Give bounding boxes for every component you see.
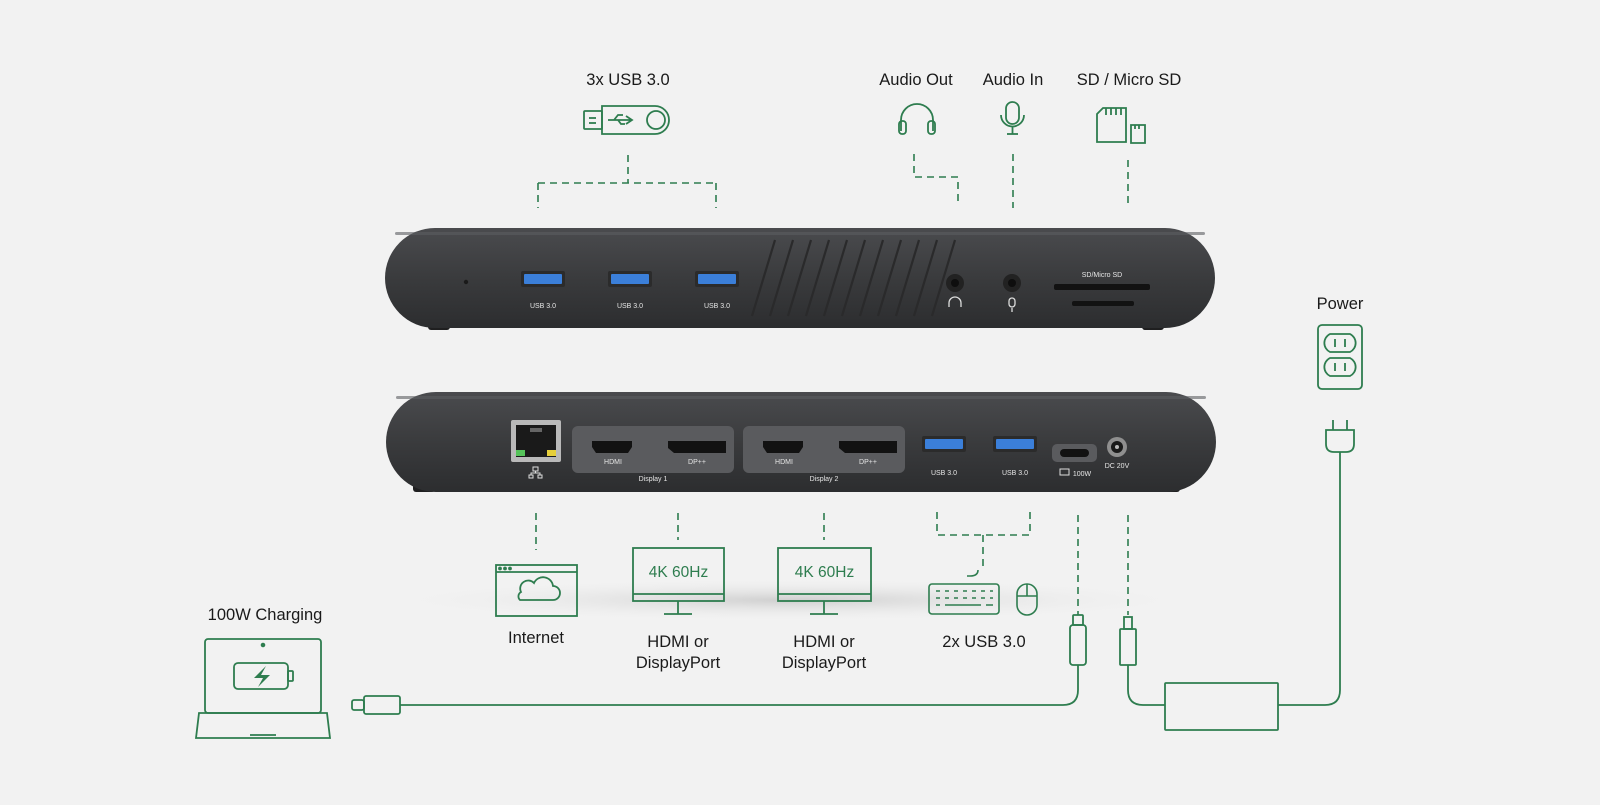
dc-plug-icon	[1119, 616, 1137, 666]
front-usb-label-1: USB 3.0	[530, 303, 556, 310]
display-group-label-2: Display 2	[810, 476, 839, 483]
usb-bottom-label: 2x USB 3.0	[942, 633, 1026, 651]
display1-label-line2: DisplayPort	[635, 654, 721, 672]
floor-shadow	[370, 578, 1210, 622]
mouse-icon	[1016, 583, 1038, 616]
front-usb-port-2: USB 3.0	[608, 271, 652, 310]
microphone-icon	[1000, 101, 1025, 135]
audio-out-line	[913, 154, 959, 205]
keyboard-icon	[928, 569, 1000, 615]
battery-icon	[233, 662, 294, 690]
headphone-small-icon	[948, 296, 962, 307]
usb-c-port: 100W	[1052, 444, 1097, 478]
microphone-small-icon	[1008, 297, 1016, 308]
display-group-1: HDMI DP++ Display 1	[572, 426, 734, 483]
sd-card-label: SD / Micro SD	[1076, 71, 1182, 89]
vent-slats	[750, 239, 957, 317]
power-plug-icon	[1325, 420, 1355, 470]
browser-cloud-icon	[495, 564, 578, 617]
dp-label-1: DP++	[688, 459, 706, 466]
display2-label-line1: HDMI or	[793, 633, 855, 651]
lightning-icon	[254, 666, 270, 687]
monitor-display-1-icon	[632, 547, 725, 615]
usb-c-laptop-plug-icon	[351, 695, 401, 715]
dp-port-1	[668, 441, 726, 453]
monitor-display-2-icon	[777, 547, 872, 615]
hdmi-port-2	[763, 441, 803, 453]
hdmi-port-1	[592, 441, 632, 453]
laptop-charging-icon	[194, 638, 332, 739]
audio-in-label: Audio In	[982, 71, 1044, 89]
front-usb-label-3: USB 3.0	[704, 303, 730, 310]
laptop-small-icon	[1059, 468, 1070, 476]
dp-port-2	[839, 441, 897, 453]
cables	[400, 470, 1341, 706]
audio-out-jack	[946, 274, 964, 307]
display2-label: HDMI or DisplayPort	[762, 632, 886, 674]
hdmi-label-2: HDMI	[775, 459, 793, 466]
back-usb-label-1: USB 3.0	[931, 470, 957, 477]
dc-label: DC 20V	[1105, 463, 1130, 470]
sd-card-icon	[1096, 107, 1146, 144]
dock-front-view: USB 3.0 USB 3.0 USB 3.0	[385, 228, 1215, 330]
back-usb-port-2: USB 3.0	[993, 436, 1037, 477]
usb-c-label: 100W	[1073, 471, 1092, 478]
dp-label-2: DP++	[859, 459, 877, 466]
usb-stick-icon	[583, 105, 670, 135]
usb-bottom-line-bar	[936, 512, 1031, 536]
power-brick-cable-left	[1127, 665, 1165, 706]
back-usb-port-1: USB 3.0	[922, 436, 966, 477]
display1-label: HDMI or DisplayPort	[616, 632, 740, 674]
back-usb-label-2: USB 3.0	[1002, 470, 1028, 477]
sd-slot-label: SD/Micro SD	[1082, 272, 1122, 279]
microsd-card-slot	[1072, 301, 1134, 306]
audio-out-label: Audio Out	[879, 71, 953, 89]
connector-lines	[535, 154, 1129, 615]
display1-resolution: 4K 60Hz	[649, 564, 708, 581]
charging-label: 100W Charging	[207, 606, 323, 624]
status-led	[463, 279, 469, 285]
dc-jack: DC 20V	[1105, 437, 1130, 470]
power-brick-cable-right	[1278, 470, 1341, 706]
display1-label-line1: HDMI or	[647, 633, 709, 651]
hdmi-label-1: HDMI	[604, 459, 622, 466]
front-usb-port-1: USB 3.0	[521, 271, 565, 310]
sd-card-slot	[1054, 284, 1150, 290]
network-small-icon	[528, 466, 543, 479]
power-label: Power	[1316, 295, 1364, 313]
power-brick-icon	[1164, 682, 1279, 731]
usb-top-label: 3x USB 3.0	[586, 71, 670, 89]
front-usb-label-2: USB 3.0	[617, 303, 643, 310]
usb-c-plug-icon	[1069, 614, 1087, 666]
display2-label-line2: DisplayPort	[781, 654, 867, 672]
power-outlet-icon	[1317, 324, 1363, 390]
display-group-label-1: Display 1	[639, 476, 668, 483]
ethernet-port	[511, 420, 561, 479]
internet-label: Internet	[508, 629, 564, 647]
display2-resolution: 4K 60Hz	[795, 564, 854, 581]
dock-back-view: HDMI DP++ Display 1 HDMI DP++ Display 2 …	[386, 392, 1216, 492]
charging-cable	[400, 665, 1079, 706]
display-group-2: HDMI DP++ Display 2	[743, 426, 905, 483]
headphones-icon	[898, 103, 936, 135]
front-usb-port-3: USB 3.0	[695, 271, 739, 310]
audio-in-jack	[1003, 274, 1021, 312]
